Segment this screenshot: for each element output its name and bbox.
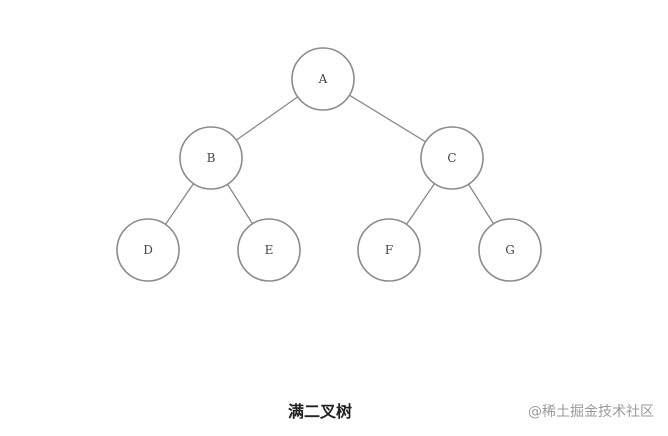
diagram-caption: 满二叉树 bbox=[287, 402, 352, 421]
edge-C-G bbox=[467, 183, 495, 225]
edge-C-F bbox=[405, 183, 436, 225]
node-circle bbox=[357, 218, 421, 282]
tree-node-g: G bbox=[478, 218, 542, 282]
node-circle bbox=[237, 218, 301, 282]
tree-edges bbox=[164, 94, 495, 225]
tree-node-d: D bbox=[116, 218, 180, 282]
node-circle bbox=[179, 126, 243, 190]
node-label: E bbox=[265, 243, 274, 257]
node-label: G bbox=[505, 243, 515, 257]
edge-B-E bbox=[226, 183, 254, 225]
edge-B-D bbox=[164, 183, 195, 225]
node-circle bbox=[478, 218, 542, 282]
tree-node-a: A bbox=[291, 47, 355, 111]
node-label: B bbox=[207, 151, 216, 165]
tree-nodes: A B C D E F G bbox=[116, 47, 542, 282]
node-label: A bbox=[318, 72, 328, 86]
node-circle bbox=[420, 126, 484, 190]
node-label: F bbox=[385, 243, 393, 257]
node-circle bbox=[291, 47, 355, 111]
tree-node-b: B bbox=[179, 126, 243, 190]
edge-A-C bbox=[349, 94, 426, 143]
tree-node-f: F bbox=[357, 218, 421, 282]
node-label: C bbox=[447, 151, 456, 165]
tree-node-c: C bbox=[420, 126, 484, 190]
node-label: D bbox=[143, 243, 153, 257]
edge-A-B bbox=[235, 96, 299, 141]
node-circle bbox=[116, 218, 180, 282]
watermark: @稀土掘金技术社区 bbox=[528, 404, 654, 420]
tree-node-e: E bbox=[237, 218, 301, 282]
